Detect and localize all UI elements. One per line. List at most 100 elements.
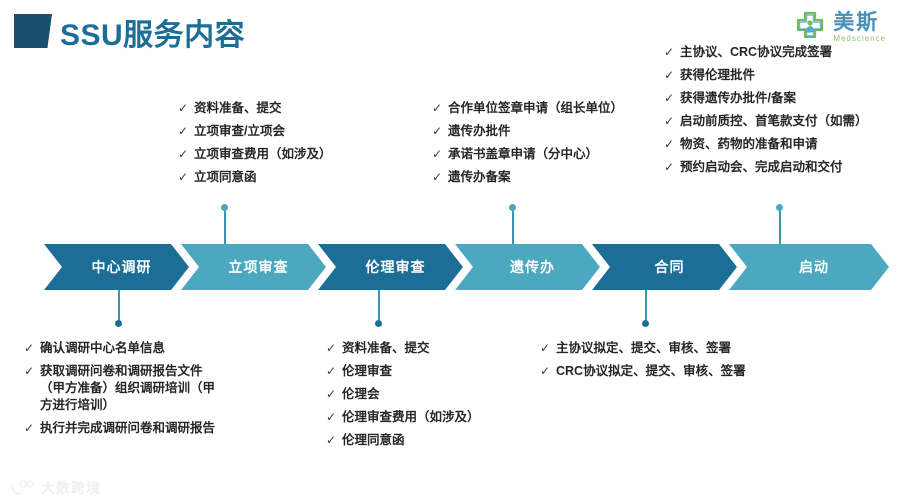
check-icon: ✓ [178, 101, 189, 115]
check-icon: ✓ [178, 124, 189, 138]
flow-step-yichuanban[interactable]: 遗传办 [455, 244, 600, 290]
check-icon: ✓ [432, 170, 443, 184]
list-item-label: 启动前质控、首笔款支付（如需） [680, 114, 868, 128]
check-icon: ✓ [24, 421, 35, 435]
connector-dot-hetong [642, 320, 649, 327]
list-item: ✓ 确认调研中心名单信息 [24, 340, 274, 357]
list-item: ✓ 主协议拟定、提交、审核、签署 [540, 340, 800, 357]
connector-dot-zhongxin [115, 320, 122, 327]
connector-dot-lunli [375, 320, 382, 327]
list-item-label: 承诺书盖章申请（分中心） [448, 147, 599, 161]
flow-step-label: 遗传办 [510, 259, 555, 275]
flow-step-hetong[interactable]: 合同 [592, 244, 737, 290]
connector-qidong [779, 208, 781, 244]
list-item-label: 资料准备、提交 [342, 341, 430, 355]
list-item-label: 遗传办备案 [448, 170, 511, 184]
list-item-label: 获得伦理批件 [680, 68, 756, 82]
checklist-above-qidong: ✓ 主协议、CRC协议完成签署 ✓ 获得伦理批件 ✓ 获得遗传办批件/备案 ✓ … [664, 44, 896, 182]
list-item: ✓ 获取调研问卷和调研报告文件 （甲方准备）组织调研培训（甲 方进行培训） [24, 363, 274, 414]
connector-dot-yichuan [509, 204, 516, 211]
list-item: ✓ 启动前质控、首笔款支付（如需） [664, 113, 896, 130]
check-icon: ✓ [540, 341, 551, 355]
check-icon: ✓ [664, 91, 675, 105]
list-item-label: 伦理同意函 [342, 433, 405, 447]
brand-name-cn: 美斯 [833, 10, 880, 34]
check-icon: ✓ [664, 68, 675, 82]
list-item: ✓ CRC协议拟定、提交、审核、签署 [540, 363, 800, 380]
list-item: ✓ 资料准备、提交 [178, 100, 368, 117]
medical-cross-person-icon [797, 11, 824, 39]
page-title: SSU服务内容 [60, 19, 246, 52]
list-item: ✓ 物资、药物的准备和申请 [664, 136, 896, 153]
list-item-label: 获得遗传办批件/备案 [680, 91, 796, 105]
check-icon: ✓ [178, 147, 189, 161]
check-icon: ✓ [540, 364, 551, 378]
list-item-label: 伦理审查 [342, 364, 393, 378]
connector-lixiang [224, 208, 226, 244]
connector-zhongxin [118, 290, 120, 322]
list-item: ✓ 主协议、CRC协议完成签署 [664, 44, 896, 61]
list-item-label: 立项审查/立项会 [194, 124, 285, 138]
flow-step-qidong[interactable]: 启动 [729, 244, 889, 290]
checklist-below-zhongxin: ✓ 确认调研中心名单信息 ✓ 获取调研问卷和调研报告文件 （甲方准备）组织调研培… [24, 340, 274, 443]
check-icon: ✓ [664, 114, 675, 128]
list-item: ✓ 遗传办备案 [432, 169, 652, 186]
check-icon: ✓ [326, 364, 337, 378]
watermark: 大数跨境 [10, 478, 101, 498]
list-item: ✓ 获得伦理批件 [664, 67, 896, 84]
list-item-label: 执行并完成调研问卷和调研报告 [40, 421, 216, 435]
watermark-label: 大数跨境 [41, 480, 101, 496]
flow-step-label: 立项审查 [228, 259, 289, 275]
list-item: ✓ 伦理审查 [326, 363, 526, 380]
check-icon: ✓ [326, 387, 337, 401]
list-item-label: 立项同意函 [194, 170, 257, 184]
check-icon: ✓ [178, 170, 189, 184]
flow-step-zhongxin-diaoyan[interactable]: 中心调研 [44, 244, 189, 290]
list-item-label: 物资、药物的准备和申请 [680, 137, 818, 151]
list-item: ✓ 立项审查费用（如涉及） [178, 146, 368, 163]
list-item-label: 伦理会 [342, 387, 380, 401]
check-icon: ✓ [326, 341, 337, 355]
list-item-label: 合作单位签章申请（组长单位） [448, 101, 624, 115]
brand-name-en: Medscience [833, 33, 886, 43]
flow-step-lunli-shencha[interactable]: 伦理审查 [318, 244, 463, 290]
list-item: ✓ 合作单位签章申请（组长单位） [432, 100, 652, 117]
connector-dot-qidong [776, 204, 783, 211]
list-item-label: 获取调研问卷和调研报告文件 （甲方准备）组织调研培训（甲 方进行培训） [40, 364, 216, 412]
list-item: ✓ 承诺书盖章申请（分中心） [432, 146, 652, 163]
list-item: ✓ 伦理同意函 [326, 432, 526, 449]
list-item-label: 预约启动会、完成启动和交付 [680, 160, 843, 174]
flow-step-label: 伦理审查 [365, 259, 426, 275]
list-item: ✓ 立项同意函 [178, 169, 368, 186]
check-icon: ✓ [24, 341, 35, 355]
connector-yichuan [512, 208, 514, 244]
list-item-label: 资料准备、提交 [194, 101, 282, 115]
title-accent-shape [14, 14, 52, 48]
checklist-above-lixiang: ✓ 资料准备、提交 ✓ 立项审查/立项会 ✓ 立项审查费用（如涉及） ✓ 立项同… [178, 100, 368, 192]
list-item: ✓ 立项审查/立项会 [178, 123, 368, 140]
list-item-label: 确认调研中心名单信息 [40, 341, 166, 355]
list-item: ✓ 预约启动会、完成启动和交付 [664, 159, 896, 176]
check-icon: ✓ [664, 137, 675, 151]
list-item: ✓ 伦理审查费用（如涉及） [326, 409, 526, 426]
flow-step-lixiang-shencha[interactable]: 立项审查 [181, 244, 326, 290]
flow-step-label: 合同 [654, 259, 685, 275]
checklist-below-lunli: ✓ 资料准备、提交 ✓ 伦理审查 ✓ 伦理会 ✓ 伦理审查费用（如涉及） ✓ 伦… [326, 340, 526, 455]
list-item: ✓ 遗传办批件 [432, 123, 652, 140]
check-icon: ✓ [664, 160, 675, 174]
flow-step-label: 中心调研 [91, 259, 152, 275]
list-item: ✓ 伦理会 [326, 386, 526, 403]
check-icon: ✓ [24, 364, 35, 378]
list-item-label: 主协议、CRC协议完成签署 [680, 45, 833, 59]
brand-logo: 美斯 Medscience [793, 10, 886, 44]
check-icon: ✓ [432, 101, 443, 115]
list-item-label: CRC协议拟定、提交、审核、签署 [556, 364, 746, 378]
check-icon: ✓ [432, 124, 443, 138]
connector-dot-lixiang [221, 204, 228, 211]
check-icon: ✓ [664, 45, 675, 59]
list-item: ✓ 执行并完成调研问卷和调研报告 [24, 420, 274, 437]
checklist-above-yichuan: ✓ 合作单位签章申请（组长单位） ✓ 遗传办批件 ✓ 承诺书盖章申请（分中心） … [432, 100, 652, 192]
panda-logo-icon [11, 480, 34, 495]
list-item-label: 伦理审查费用（如涉及） [342, 410, 480, 424]
